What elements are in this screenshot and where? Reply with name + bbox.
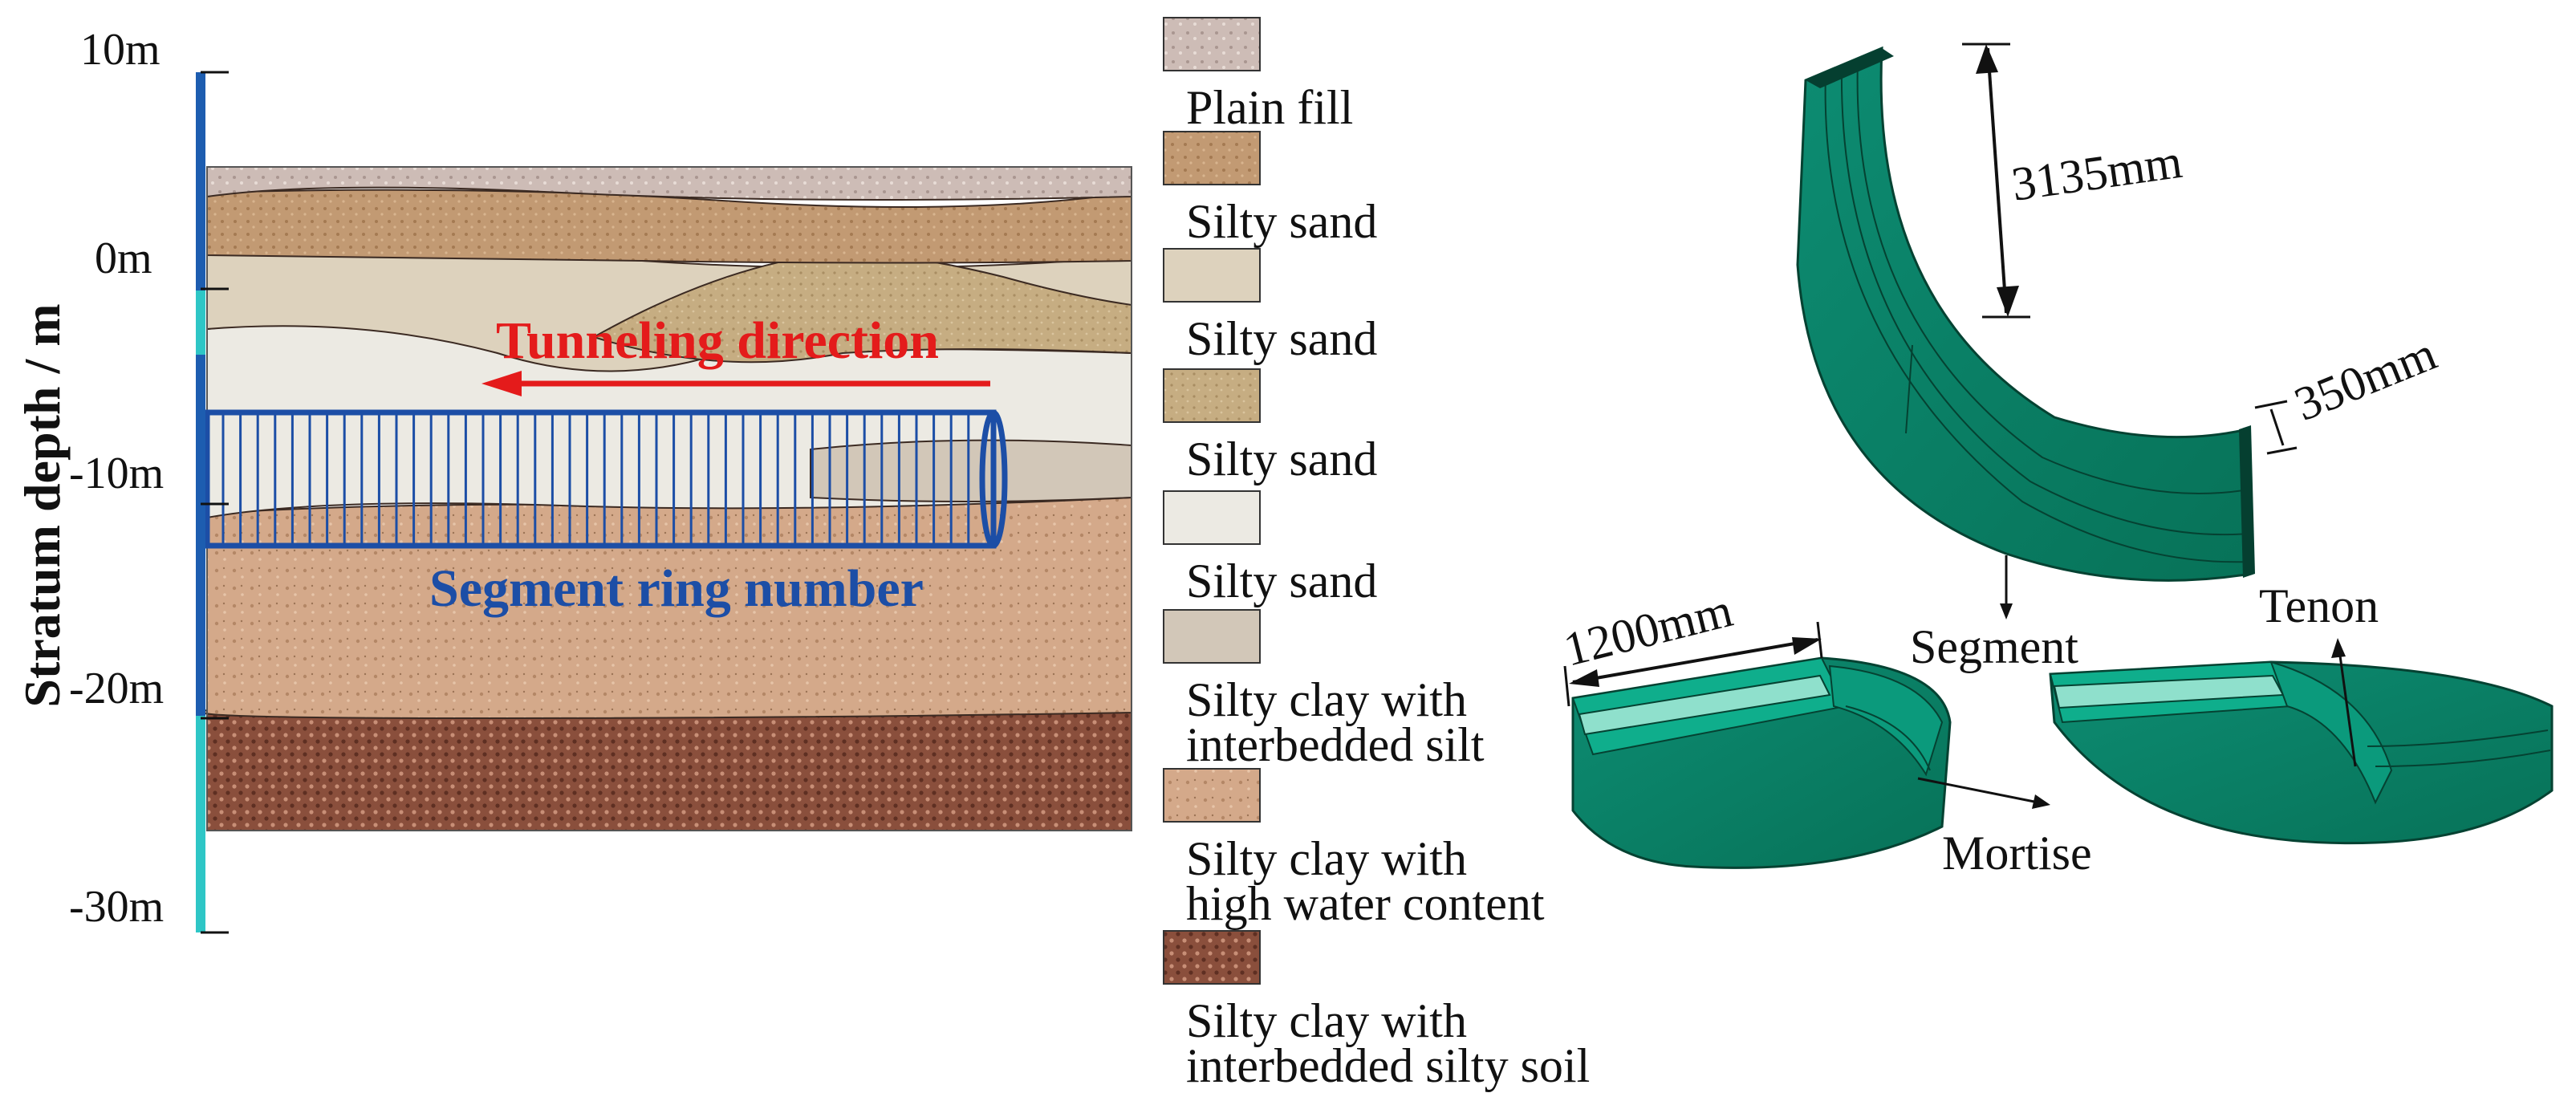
depth-tick-label: -30m bbox=[69, 882, 164, 932]
segment-ring-number-label: Segment ring number bbox=[429, 559, 924, 618]
segment-label: Segment bbox=[1910, 620, 2078, 673]
axis-bar-mid-blue bbox=[196, 355, 205, 716]
depth-tick-label: -10m bbox=[69, 449, 164, 498]
legend-swatch bbox=[1164, 132, 1260, 185]
layer-silty-clay-silt bbox=[811, 441, 1132, 502]
segment-arc-model bbox=[1798, 44, 2297, 620]
legend-swatch bbox=[1164, 769, 1260, 822]
legend-label: Silty sand bbox=[1186, 312, 1377, 365]
legend-label: Plain fill bbox=[1186, 81, 1353, 134]
legend-swatch bbox=[1164, 491, 1260, 544]
legend-label: Silty sand bbox=[1186, 555, 1377, 607]
arc-length-dimension: 3135mm bbox=[2009, 135, 2185, 211]
axis-bar-bottom bbox=[196, 716, 205, 932]
axis-bar-top bbox=[196, 72, 205, 290]
depth-tick-label: 10m bbox=[80, 25, 160, 75]
tenon-label: Tenon bbox=[2259, 579, 2379, 632]
depth-tick-label: -20m bbox=[69, 664, 164, 713]
legend-swatch bbox=[1164, 610, 1260, 663]
depth-tick-label: 0m bbox=[95, 234, 152, 283]
mortise-label: Mortise bbox=[1942, 827, 2092, 880]
depth-axis-title: Stratum depth / m bbox=[14, 303, 71, 707]
thickness-dimension: 350mm bbox=[2287, 327, 2444, 431]
legend-swatch bbox=[1164, 369, 1260, 422]
width-dimension: 1200mm bbox=[1558, 583, 1737, 676]
legend-swatch bbox=[1164, 249, 1260, 302]
legend-swatch bbox=[1164, 18, 1260, 71]
legend-swatch bbox=[1164, 931, 1260, 984]
legend-label: Silty sand bbox=[1186, 433, 1377, 485]
legend-label: high water content bbox=[1186, 877, 1545, 930]
layer-silty-sand-1 bbox=[207, 190, 1132, 263]
segment-arc-body bbox=[1798, 48, 2251, 580]
legend-label: interbedded silty soil bbox=[1186, 1039, 1590, 1092]
legend-label: interbedded silt bbox=[1186, 718, 1485, 771]
legend-label: Silty sand bbox=[1186, 195, 1377, 248]
segment-piece-tenon bbox=[2050, 638, 2552, 843]
layer-interbedded-silty-soil bbox=[207, 703, 1132, 831]
tunneling-direction-label: Tunneling direction bbox=[496, 311, 939, 370]
